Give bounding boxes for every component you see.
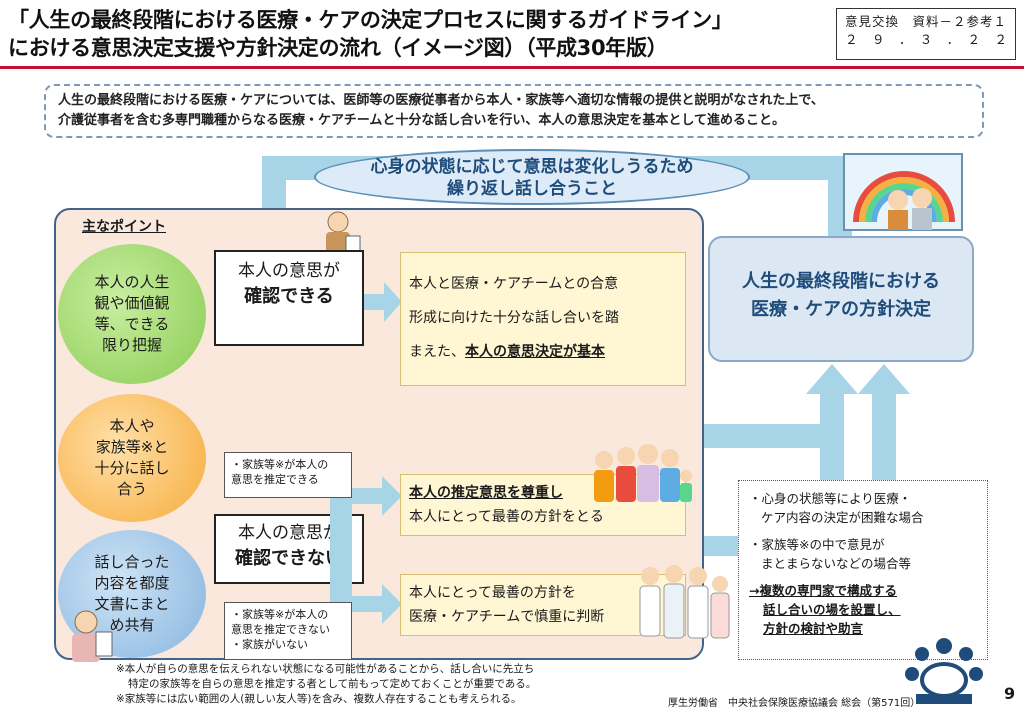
presumed-line-1: 本人の推定意思を尊重し: [409, 485, 563, 501]
page-number: 9: [1004, 684, 1016, 703]
arrow-to-best-judgment: [352, 584, 402, 624]
decision-line-2: 医療・ケアの方針決定: [751, 299, 931, 320]
intent-not-confirmed-line-2: 確認できない: [235, 548, 343, 569]
person-with-document-icon: [72, 610, 113, 662]
consensus-line-3: まえた、本人の意思決定が基本: [409, 335, 677, 369]
main-points-label: 主なポイント: [82, 219, 166, 235]
family-can-line-1: ・家族等※が本人の: [231, 458, 329, 471]
note-item1-line-2: ケア内容の決定が困難な場合: [761, 510, 924, 525]
point-circle-discussion: 本人や 家族等※と 十分に話し 合う: [58, 394, 206, 522]
title-line-1: 「人生の最終段階における医療・ケアの決定プロセスに関するガイドライン」: [8, 8, 733, 32]
meta-line-1: 意見交換 資料－２参考１: [845, 14, 1008, 29]
note-item2-line-2: まとまらないなどの場合等: [761, 556, 912, 571]
care-policy-decision-box: 人生の最終段階における 医療・ケアの方針決定: [708, 236, 974, 362]
note-conclusion-line-2: 話し合いの場を設置し、: [763, 602, 901, 617]
circle3-line-3: 文書にまと: [94, 595, 170, 613]
consensus-line-3-prefix: まえた、: [409, 344, 465, 360]
note-conclusion-line-1: →複数の専門家で構成する: [749, 583, 897, 598]
intro-line-1: 人生の最終段階における医療・ケアについては、医師等の医療従事者から本人・家族等へ…: [58, 93, 824, 108]
up-arrow-2-stem: [872, 392, 896, 484]
note-item1-line-1: ・心身の状態等により医療・: [749, 491, 912, 506]
footnote-line-1: ※本人が自らの意思を伝えられない状態になる可能性があることから、話し合いに先立ち: [116, 663, 535, 675]
branch-connector: [330, 496, 352, 604]
intro-box: 人生の最終段階における医療・ケアについては、医師等の医療従事者から本人・家族等へ…: [44, 84, 984, 138]
title-underline: [0, 66, 1024, 69]
arrow-to-consensus: [364, 282, 402, 322]
circle1-line-2: 観や価値観: [94, 294, 170, 312]
consensus-line-1: 本人と医療・ケアチームとの合意: [409, 276, 619, 292]
circle2-line-3: 十分に話し: [94, 459, 170, 477]
best-line-2: 医療・ケアチームで慎重に判断: [409, 609, 605, 625]
arrow-to-presumed: [352, 476, 402, 516]
footnote: ※本人が自らの意思を伝えられない状態になる可能性があることから、話し合いに先立ち…: [116, 662, 646, 707]
meeting-table-icon: [905, 638, 983, 704]
title-line-2: における意思決定支援や方針決定の流れ（イメージ図）（平成30年版）: [8, 36, 668, 60]
difficult-cases-note: ・心身の状態等により医療・ ケア内容の決定が困難な場合 ・家族等※の中で意見が …: [738, 480, 988, 660]
intent-confirmed-line-2: 確認できる: [244, 286, 334, 307]
note-item2-line-1: ・家族等※の中で意見が: [749, 537, 885, 552]
repeat-discussion-cloud: 心身の状態に応じて意思は変化しうるため 繰り返し話し合うこと: [314, 149, 750, 205]
decision-line-1: 人生の最終段階における: [742, 271, 940, 292]
circle2-line-2: 家族等※と: [95, 438, 169, 456]
circle1-line-3: 等、できる: [94, 315, 170, 333]
circle2-line-4: 合う: [116, 480, 147, 498]
consensus-box: 本人と医療・ケアチームとの合意 形成に向けた十分な話し合いを踏 まえた、本人の意…: [400, 252, 686, 386]
care-team-icon: [639, 565, 730, 639]
up-arrow-1-head: [806, 364, 858, 394]
footnote-line-3: ※家族等には広い範囲の人(親しい友人等)を含み、複数人存在することも考えられる。: [116, 693, 522, 705]
best-judgment-box: 本人にとって最善の方針を 医療・ケアチームで慎重に判断: [400, 574, 686, 636]
point-circle-values: 本人の人生 観や価値観 等、できる 限り把握: [58, 244, 206, 384]
source-credit: 厚生労働省 中央社会保険医療協議会 総会（第571回）: [668, 698, 921, 709]
circle3-line-2: 内容を都度: [94, 574, 170, 592]
consensus-line-2: 形成に向けた十分な話し合いを踏: [409, 310, 619, 326]
intent-confirmed-line-1: 本人の意思が: [238, 261, 340, 281]
family-cannot-line-1: ・家族等※が本人の: [231, 608, 329, 621]
footnote-line-2: 特定の家族等を自らの意思を推定する者として前もって定めておくことが重要である。: [128, 678, 537, 690]
intent-not-confirmed-line-1: 本人の意思が: [238, 523, 340, 543]
presumed-line-2: 本人にとって最善の方針をとる: [409, 509, 604, 525]
family-cannot-line-3: ・家族がいない: [231, 638, 308, 651]
page-title: 「人生の最終段階における医療・ケアの決定プロセスに関するガイドライン」 における…: [8, 6, 838, 62]
circle1-line-1: 本人の人生: [94, 273, 170, 291]
intro-line-2: 介護従事者を含む多専門職種からなる医療・ケアチームと十分な話し合いを行い、本人の…: [58, 113, 785, 128]
family-cannot-presume-box: ・家族等※が本人の 意思を推定できない ・家族がいない: [224, 602, 352, 660]
up-arrow-2-head: [858, 364, 910, 394]
cloud-line-2: 繰り返し話し合うこと: [447, 179, 617, 199]
connector-arrow-horizontal: [700, 424, 844, 448]
meta-line-2: ２ ９ ． ３ ． ２ ２: [845, 32, 1009, 47]
circle3-line-4: め共有: [109, 616, 155, 634]
rainbow-window-icon: [843, 153, 963, 231]
circle2-line-1: 本人や: [109, 417, 155, 435]
family-group-icon: [594, 444, 692, 502]
family-can-line-2: 意思を推定できる: [231, 473, 319, 486]
best-line-1: 本人にとって最善の方針を: [409, 585, 576, 601]
family-can-presume-box: ・家族等※が本人の 意思を推定できる: [224, 452, 352, 498]
intent-confirmed-box: 本人の意思が 確認できる: [214, 250, 364, 346]
note-conclusion-line-3: 方針の検討や助言: [763, 621, 864, 636]
document-meta: 意見交換 資料－２参考１ ２ ９ ． ３ ． ２ ２: [836, 8, 1016, 60]
circle3-line-1: 話し合った: [94, 553, 170, 571]
cloud-line-1: 心身の状態に応じて意思は変化しうるため: [370, 157, 694, 177]
consensus-line-3-emphasis: 本人の意思決定が基本: [465, 344, 605, 360]
point-circle-documentation: 話し合った 内容を都度 文書にまと め共有: [58, 530, 206, 658]
circle1-line-4: 限り把握: [101, 336, 162, 354]
family-cannot-line-2: 意思を推定できない: [231, 623, 330, 636]
